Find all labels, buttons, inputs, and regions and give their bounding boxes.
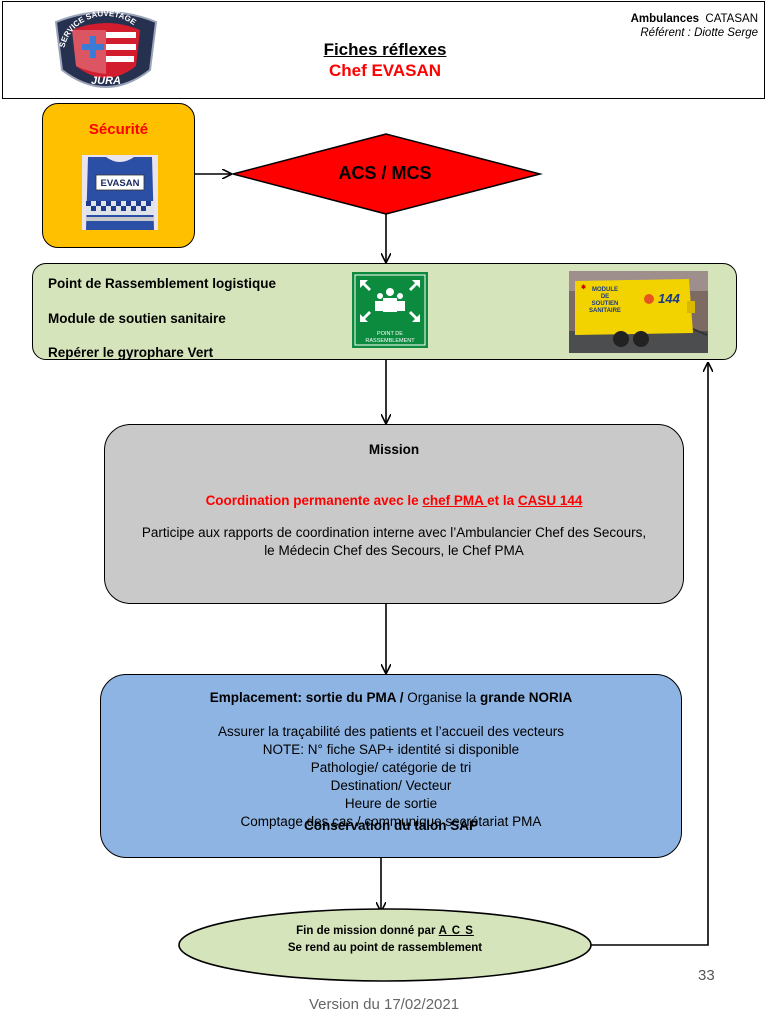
org-unit: CATASAN [705,13,758,25]
sign-text-1: POINT DE [377,331,403,337]
mission-title: Mission [368,442,420,457]
emplacement-box: Emplacement: sortie du PMA / Organise la… [100,674,682,858]
subtitle-text: Chef EVASAN [328,61,442,80]
fin-prefix: Fin de mission donné par [296,925,439,937]
conservation-talon: Conservation du talon SAP [303,818,479,833]
evasan-vest-image: EVASAN [82,155,158,230]
trailer-text-3: SOUTIEN [592,301,619,307]
participe-line-1: Participe aux rapports de coordination i… [141,525,647,540]
acs-mcs-label: ACS / MCS [338,163,432,183]
emplacement-title-noria: grande NORIA [480,690,573,705]
sign-text-2: RASSEMBLEMENT [365,338,415,344]
emplacement-title-normal: Organise la [403,690,481,705]
securite-box: Sécurité EVASAN [42,103,195,248]
logo-bottom-text: JURA [91,75,121,87]
emplacement-line: Comptage des cas / communique secrétaria… [240,814,542,829]
coord-mid: et la [487,493,518,508]
fin-mission-text: Fin de mission donné par A C S Se rend a… [200,923,570,957]
trailer-number: 144 [658,291,680,306]
logistique-line-3: Repérer le gyrophare Vert [48,345,214,360]
mission-box: Mission Coordination permanente avec le … [104,424,684,604]
mission-coordination: Coordination permanente avec le chef PMA… [105,493,683,508]
vest-text: EVASAN [101,178,140,189]
trailer-text-4: SANITAIRE [589,308,621,314]
svg-text:✱: ✱ [581,284,586,291]
securite-label: Sécurité [88,121,149,138]
page-title: Fiches réflexes Chef EVASAN [260,40,510,81]
emplacement-title-bold: Emplacement: sortie du PMA / [209,690,404,705]
referent-text: Référent : Diotte Serge [640,27,758,39]
jura-rescue-logo: SERVICE SAUVETAGE JURA [54,9,158,88]
trailer-text-1: MODULE [592,287,618,293]
page-number: 33 [698,967,715,984]
mission-participe: Participe aux rapports de coordination i… [105,524,683,560]
emplacement-line: NOTE: N° fiche SAP+ identité si disponib… [262,742,520,757]
emplacement-line: Destination/ Vecteur [330,778,452,793]
org-name: Ambulances [630,13,699,25]
header-frame [2,1,765,99]
coord-prefix: Coordination permanente avec le [205,493,423,508]
emplacement-line: Assurer la traçabilité des patients et l… [218,724,564,739]
arrow-fin-to-logistique [590,364,708,946]
version-text: Version du 17/02/2021 [308,996,460,1013]
coord-chef-pma: chef PMA [422,493,488,508]
fin-mission-ellipse [178,908,592,982]
participe-line-2: le Médecin Chef des Secours, le Chef PMA [264,543,524,558]
emplacement-title: Emplacement: sortie du PMA / Organise la… [101,690,681,705]
logistique-line-2: Module de soutien sanitaire [48,311,226,326]
coord-casu: CASU 144 [517,493,583,508]
header-org-info: Ambulances CATASAN Référent : Diotte Ser… [631,12,758,40]
logistique-line-1: Point de Rassemblement logistique [48,276,277,291]
emplacement-lines: Assurer la traçabilité des patients et l… [101,723,681,831]
fin-acs: A C S [438,925,474,937]
fin-line-2: Se rend au point de rassemblement [287,942,483,954]
title-text: Fiches réflexes [323,40,447,59]
trailer-text-2: DE [601,294,609,300]
acs-mcs-diamond [230,133,543,215]
medical-trailer-image: ✱ MODULE DE SOUTIEN SANITAIRE 144 [569,271,708,353]
assembly-point-sign: POINT DE RASSEMBLEMENT [352,272,428,348]
emplacement-line: Heure de sortie [344,796,438,811]
emplacement-line: Pathologie/ catégorie de tri [310,760,472,775]
